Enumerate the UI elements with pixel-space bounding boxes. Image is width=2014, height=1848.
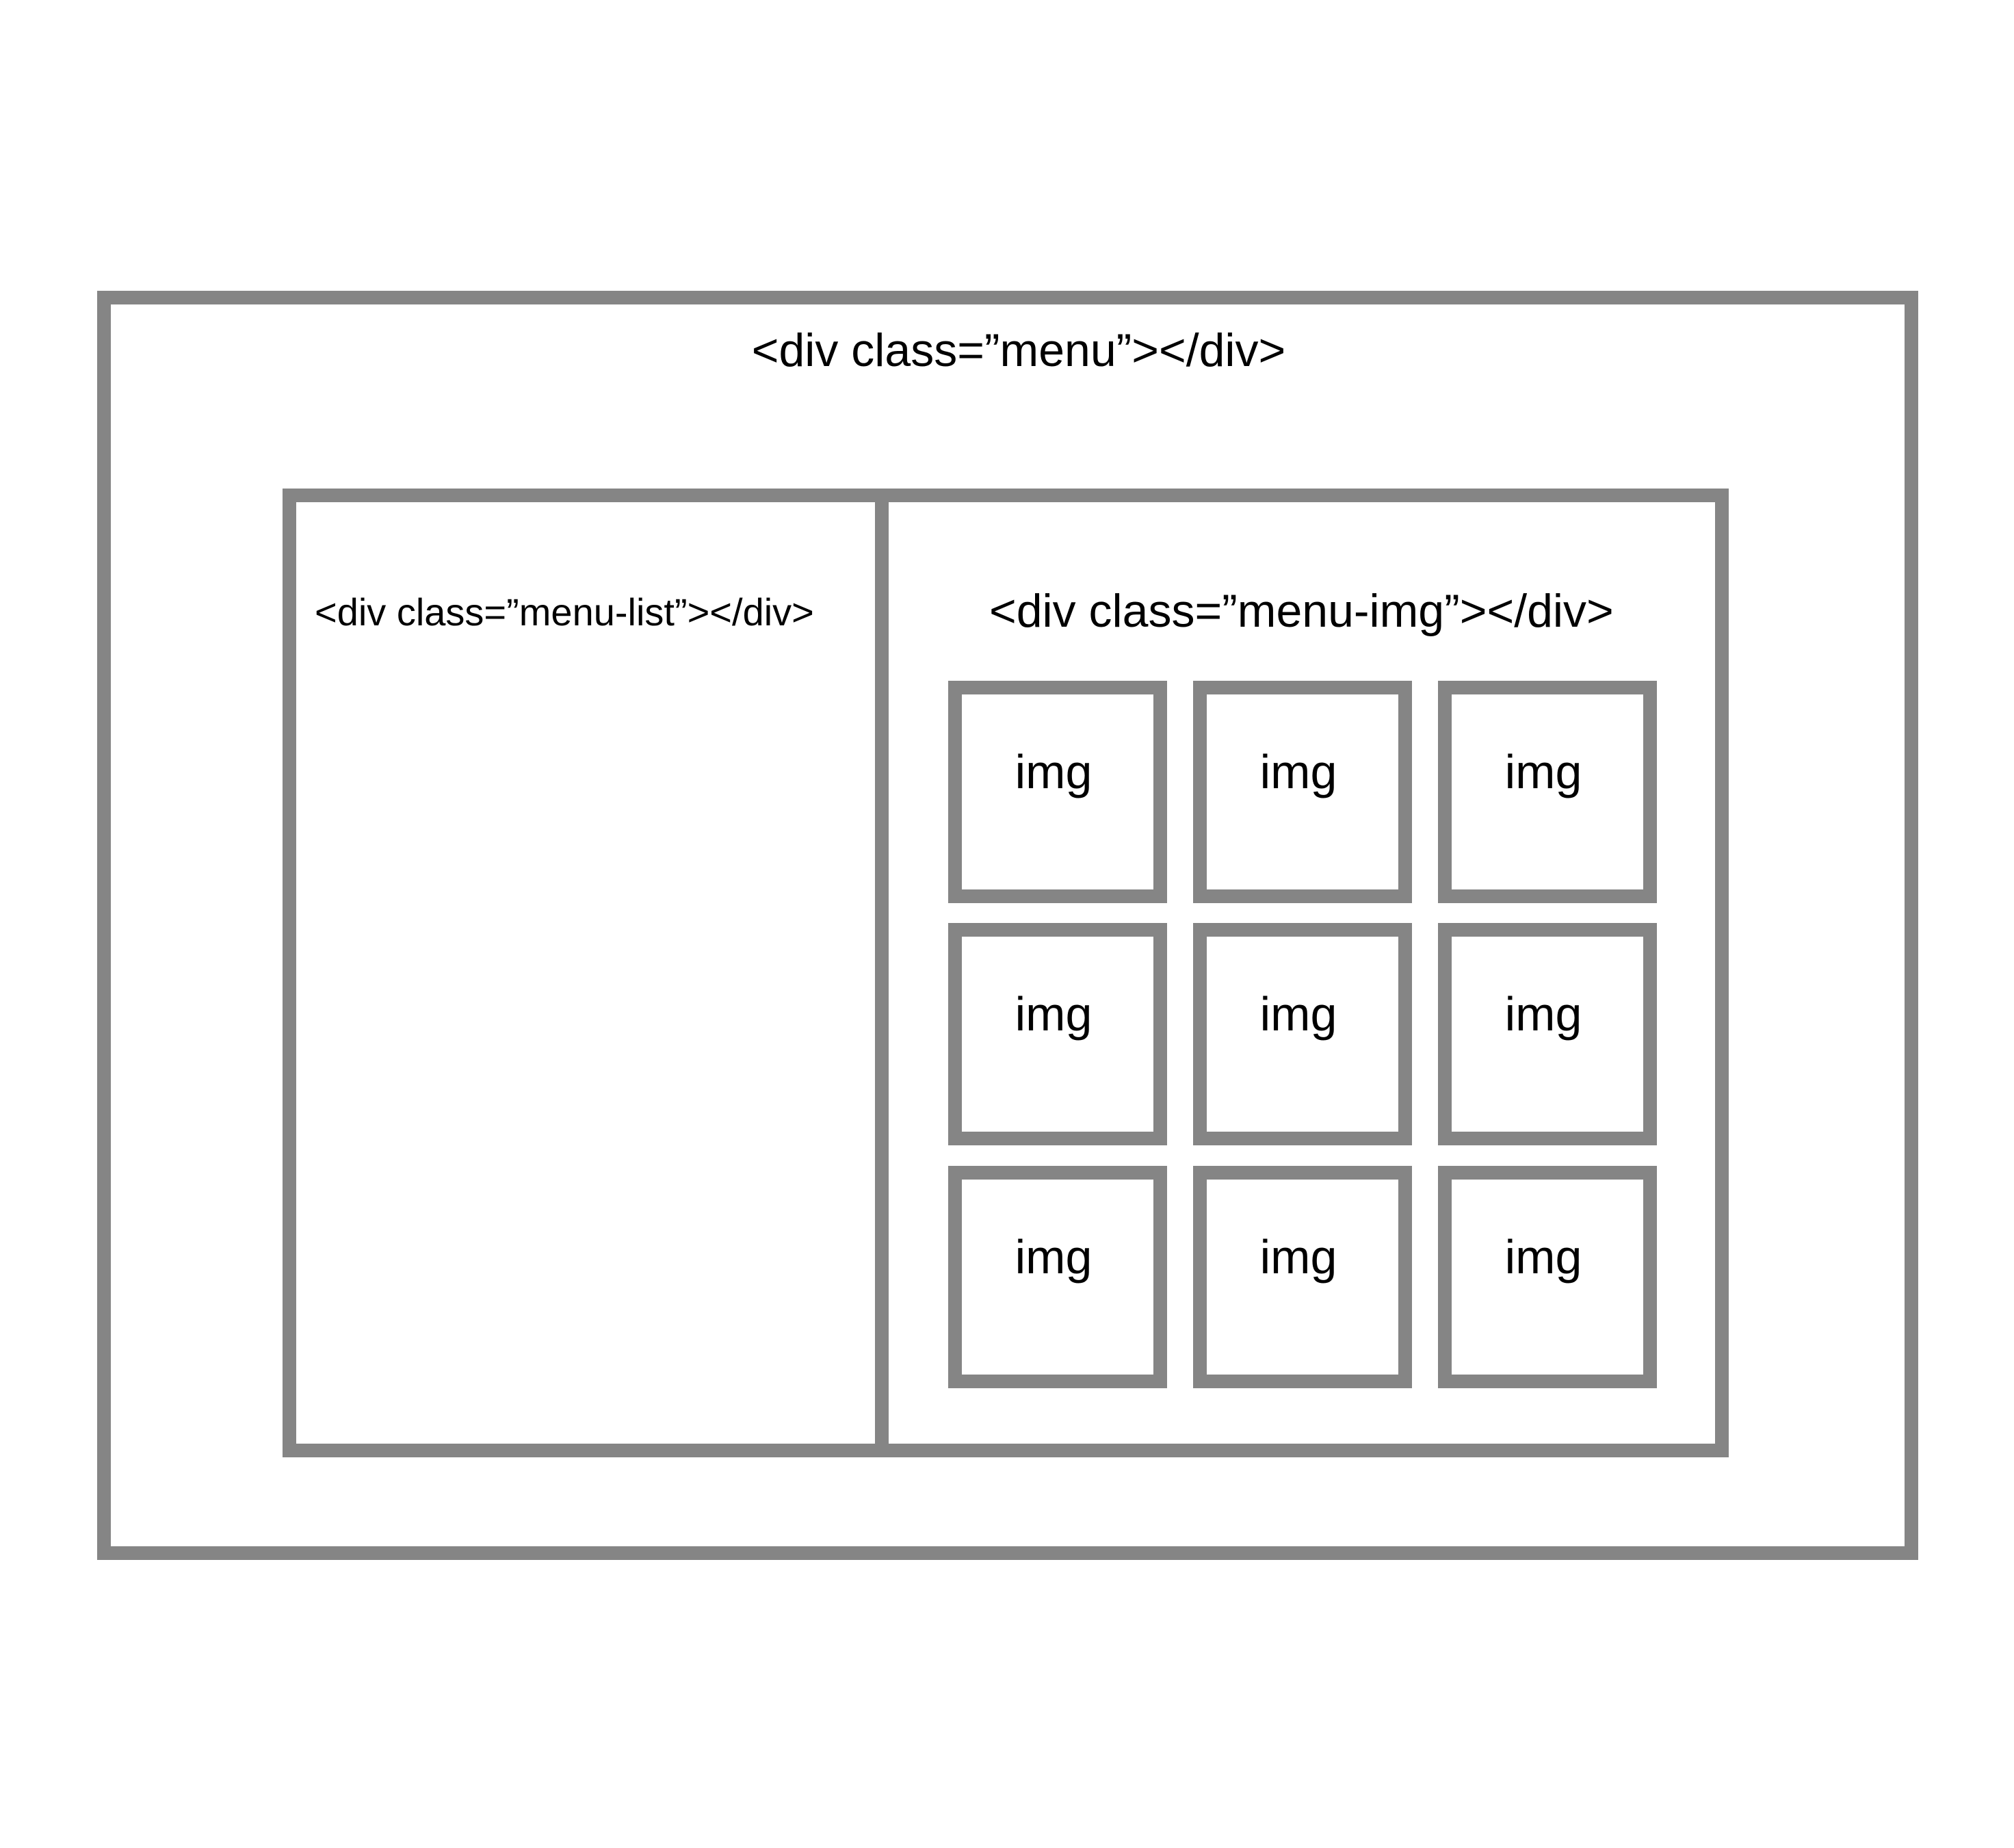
img-tile-label: img [1504, 745, 1582, 798]
img-tile-label: img [1015, 745, 1093, 798]
img-tile [948, 681, 1167, 903]
menu-box [97, 291, 1918, 1560]
img-tile-label: img [1259, 987, 1337, 1041]
img-tile-label: img [1504, 987, 1582, 1041]
img-tile-label: img [1015, 1230, 1093, 1284]
img-tile [1193, 681, 1412, 903]
menu-label: <div class=”menu”></div> [751, 324, 1286, 376]
img-tile-label: img [1504, 1230, 1582, 1284]
img-tile [948, 1166, 1167, 1388]
menu-list-divider [875, 489, 889, 1457]
menu-img-label: <div class=”menu-img”></div> [989, 585, 1614, 637]
img-tile [1438, 1166, 1657, 1388]
img-tile-label: img [1259, 1230, 1337, 1284]
img-tile [1438, 923, 1657, 1145]
menu-content-box [283, 489, 1729, 1457]
img-tile [948, 923, 1167, 1145]
menu-list-label: <div class=”menu-list”></div> [315, 590, 814, 634]
img-tile-label: img [1259, 745, 1337, 798]
img-tile [1438, 681, 1657, 903]
img-tile [1193, 1166, 1412, 1388]
img-tile [1193, 923, 1412, 1145]
img-tile-label: img [1015, 987, 1093, 1041]
